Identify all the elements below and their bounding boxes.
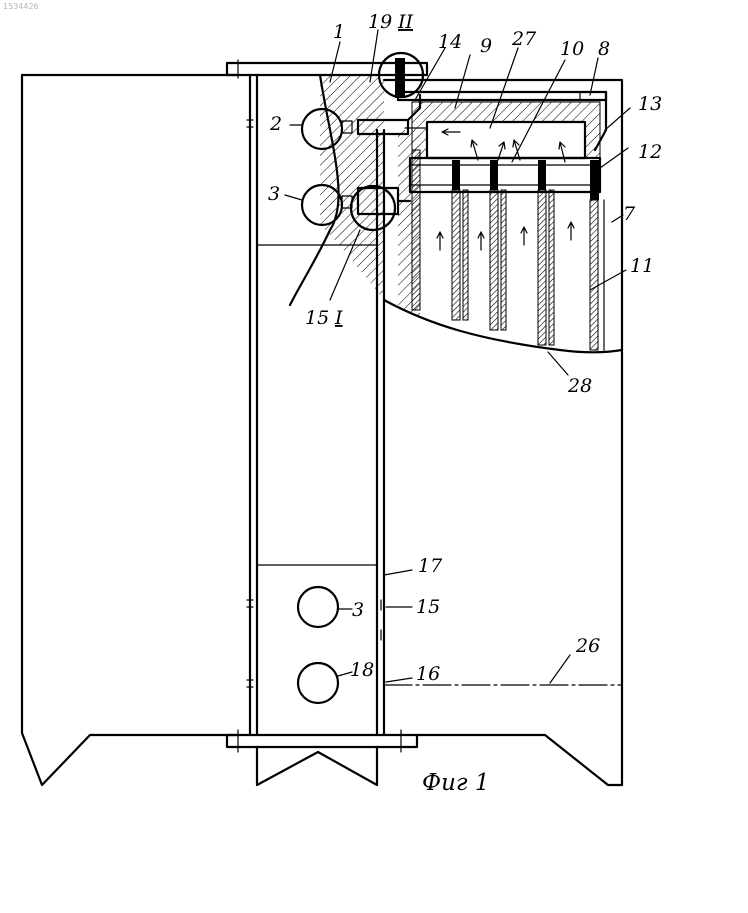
label-28: 28 [567, 375, 592, 397]
label-1: 1 [333, 21, 345, 43]
label-16: 16 [416, 663, 440, 685]
label-17: 17 [418, 555, 443, 577]
bottom-base [227, 730, 417, 785]
label-3-upper: 3 [268, 183, 280, 205]
label-8: 8 [598, 38, 610, 60]
label-9: 9 [480, 35, 492, 57]
label-I: I [334, 307, 343, 329]
shell-18 [298, 663, 338, 703]
label-15-lower: 15 [416, 596, 440, 618]
tube-bundle [412, 150, 604, 350]
label-12: 12 [638, 141, 662, 163]
shell-3-lower [298, 587, 338, 627]
label-3-lower: 3 [352, 599, 364, 621]
label-14: 14 [438, 31, 462, 53]
figure-caption: Фиг 1 [422, 770, 489, 796]
label-7: 7 [623, 203, 636, 225]
label-19: 19 [368, 11, 392, 33]
label-11: 11 [630, 255, 654, 277]
label-27: 27 [511, 28, 537, 50]
label-18: 18 [350, 659, 374, 681]
left-cabinet [22, 75, 238, 785]
label-II: II [397, 11, 414, 33]
label-15-upper: 15 [305, 307, 329, 329]
label-13: 13 [638, 93, 662, 115]
label-26: 26 [575, 635, 600, 657]
watermark: 1534426 [3, 2, 39, 11]
label-10: 10 [560, 38, 584, 60]
label-2: 2 [269, 113, 282, 135]
